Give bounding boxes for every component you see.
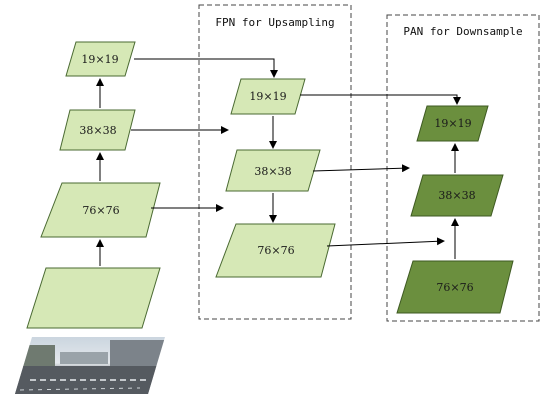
pan-19-feature: [416, 105, 489, 142]
pan-76-feature: [396, 260, 514, 314]
backbone-38-label: 38×38: [79, 124, 116, 137]
pan-38-label: 38×38: [438, 189, 475, 202]
input-image: [15, 337, 165, 394]
backbone-38-feature: [59, 109, 136, 151]
backbone-19-label: 19×19: [81, 53, 118, 66]
pan-76-label: 76×76: [436, 281, 473, 294]
arrow-backbone19-to-fpn19: [134, 58, 278, 78]
arrow-fpn38-to-pan38: [312, 164, 410, 173]
input-feature: [26, 267, 161, 329]
fpn-76-feature: [215, 223, 336, 278]
fpn-19-label: 19×19: [249, 90, 286, 103]
backbone-76-label: 76×76: [82, 204, 119, 217]
pan-38-feature: [410, 174, 504, 217]
fpn-group-title: FPN for Upsampling: [215, 16, 334, 29]
pan-group-title: PAN for Downsample: [403, 25, 522, 38]
fpn-38-label: 38×38: [254, 165, 291, 178]
fpn-38-feature: [225, 149, 321, 192]
arrow-fpn19-to-pan19: [300, 94, 461, 105]
backbone-76-feature: [40, 182, 161, 238]
fpn-76-label: 76×76: [257, 244, 294, 257]
fpn-19-feature: [230, 78, 306, 115]
arrow-fpn76-to-pan: [326, 237, 445, 247]
fpn-group-box: [198, 4, 352, 320]
pan-19-label: 19×19: [434, 117, 471, 130]
pan-group-box: [386, 14, 540, 322]
backbone-19-feature: [65, 41, 136, 77]
